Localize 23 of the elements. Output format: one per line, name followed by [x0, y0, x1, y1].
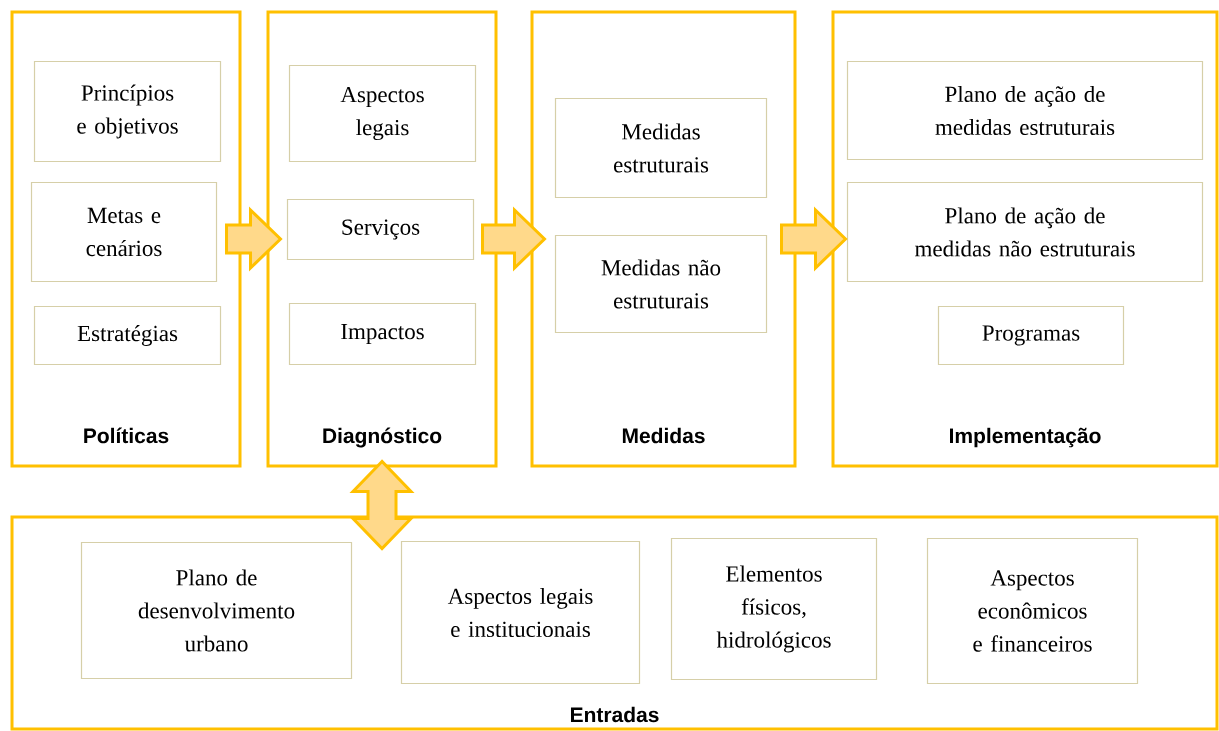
panel-heading: Entradas: [571, 706, 659, 723]
text-box: Medidas não estruturais: [554, 234, 768, 334]
text-box: Metas e cenários: [30, 181, 218, 283]
block-arrow: [481, 206, 547, 272]
block-arrow: [225, 206, 283, 272]
text-box: Aspectos econômicos e financeiros: [926, 537, 1139, 685]
text-box: Plano de desenvolvimento urbano: [80, 541, 353, 680]
block-arrow: [780, 206, 848, 272]
text-box: Plano de ação de medidas não estruturais: [846, 181, 1204, 283]
text-box: Aspectos legais: [288, 64, 477, 163]
text-box: Serviços: [286, 198, 475, 261]
text-box: Princípios e objetivos: [33, 60, 222, 163]
text-box: Medidas estruturais: [554, 97, 768, 199]
panel-heading: Diagnóstico: [323, 427, 442, 448]
text-box: Plano de ação de medidas estruturais: [846, 60, 1204, 161]
text-box: Elementos físicos, hidrológicos: [670, 537, 878, 681]
text-box: Aspectos legais e institucionais: [400, 540, 641, 685]
text-box: Estratégias: [33, 305, 222, 366]
text-box: Impactos: [288, 302, 477, 366]
panel-heading: Políticas: [84, 427, 169, 444]
text-box: Programas: [937, 305, 1125, 366]
panel-heading: Implementação: [949, 427, 1101, 448]
panel-heading: Medidas: [622, 427, 705, 444]
